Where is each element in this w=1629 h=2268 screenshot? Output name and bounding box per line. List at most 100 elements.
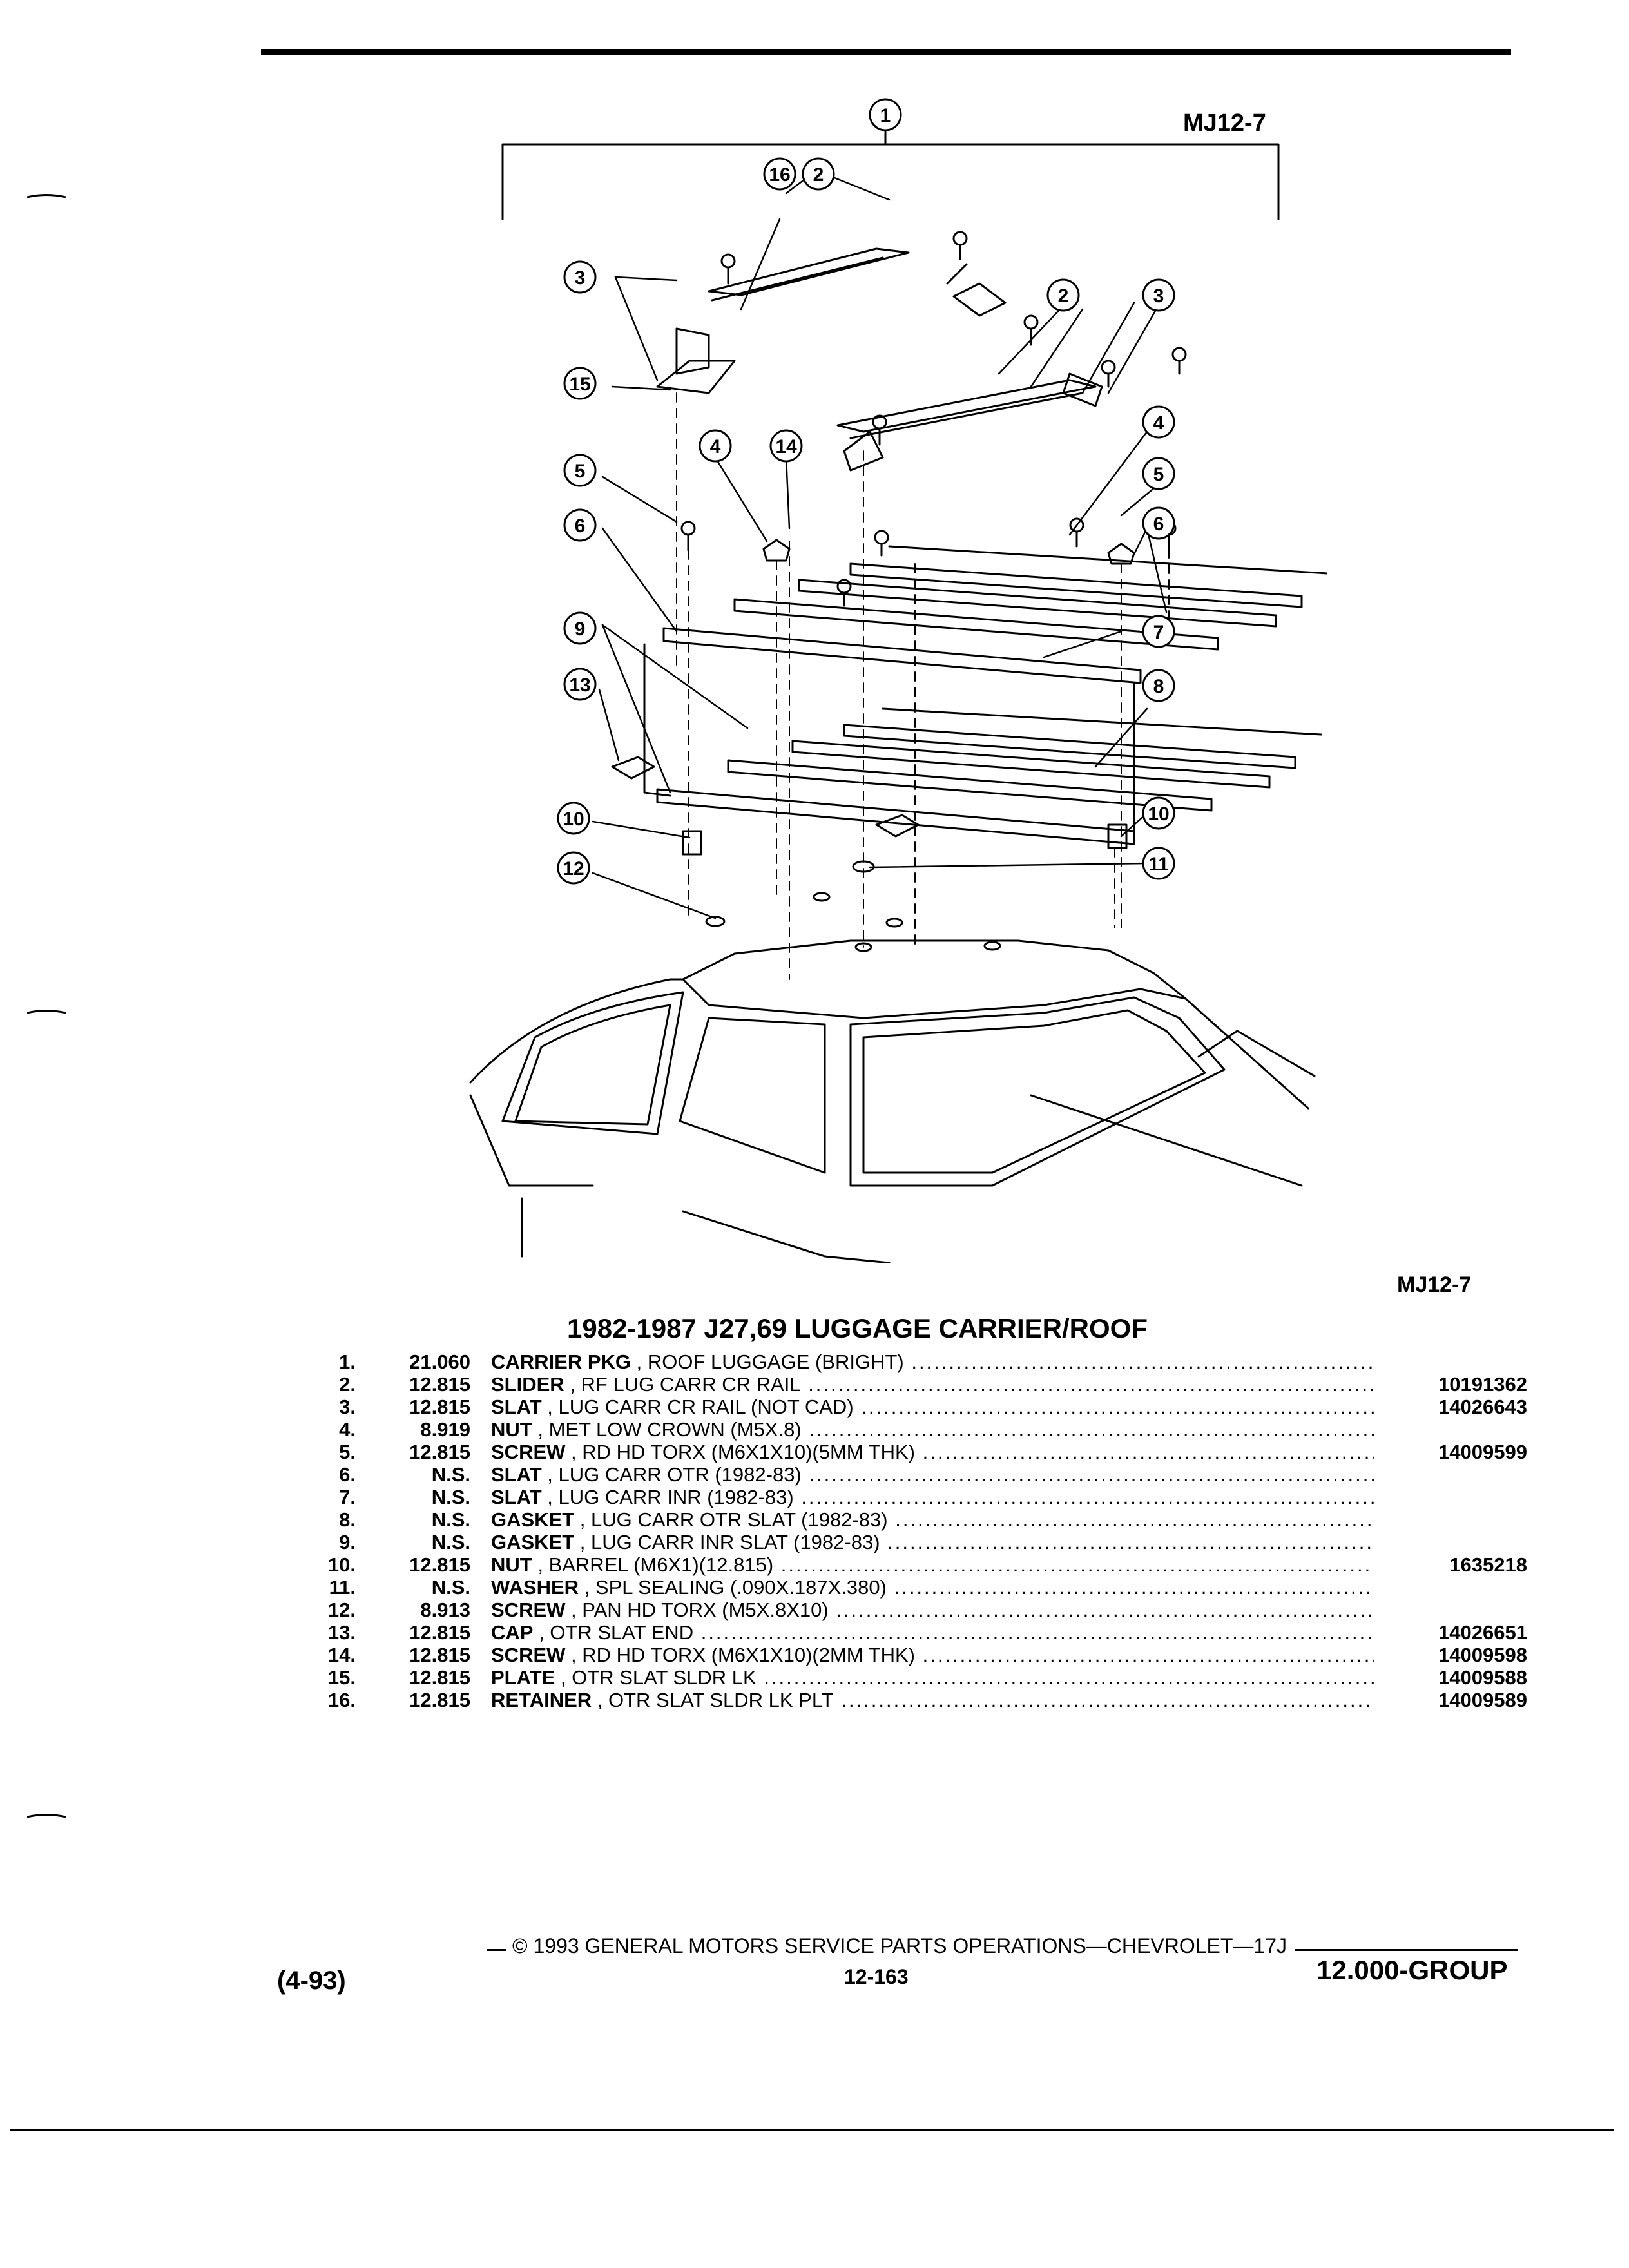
part-name: SCREW — [491, 1599, 566, 1621]
svg-text:2: 2 — [813, 164, 824, 186]
footer-rule-left — [487, 1949, 506, 1951]
part-detail: LUG CARR OTR SLAT (1982-83) — [591, 1508, 888, 1531]
svg-text:6: 6 — [1153, 514, 1164, 535]
part-number: 1635218 — [1449, 1553, 1527, 1576]
group-code: 12.815 — [409, 1644, 470, 1666]
svg-text:3: 3 — [575, 267, 586, 289]
callout-5: 5 — [563, 454, 597, 487]
part-detail: PAN HD TORX (M5X.8X10) — [582, 1599, 829, 1621]
callout-4: 4 — [699, 429, 732, 463]
callout-13: 13 — [563, 668, 597, 701]
callout-3: 3 — [563, 260, 597, 294]
group-code: N.S. — [431, 1486, 470, 1508]
part-number: 14026651 — [1438, 1621, 1527, 1644]
callout-3: 3 — [1142, 278, 1175, 312]
part-detail: OTR SLAT SLDR LK — [572, 1666, 757, 1689]
callout-10: 10 — [557, 802, 590, 835]
item-number: 3. — [339, 1396, 356, 1418]
part-description: PLATE , OTR SLAT SLDR LK ...............… — [491, 1666, 1374, 1689]
callout-7: 7 — [1142, 615, 1175, 648]
group-code: N.S. — [431, 1508, 470, 1531]
callout-6: 6 — [1142, 506, 1175, 540]
item-number: 12. — [327, 1599, 356, 1621]
part-detail: SPL SEALING (.090X.187X.380) — [595, 1576, 887, 1599]
part-description: GASKET , LUG CARR OTR SLAT (1982-83) ...… — [491, 1508, 1374, 1531]
part-detail: LUG CARR INR (1982-83) — [558, 1486, 794, 1508]
callout-15: 15 — [563, 367, 597, 400]
parts-list-row: 8. N.S. GASKET , LUG CARR OTR SLAT (1982-8… — [303, 1508, 1527, 1531]
parts-list-row: 7.N.S.SLAT , LUG CARR INR (1982-83) ....… — [303, 1486, 1527, 1508]
part-description: CARRIER PKG , ROOF LUGGAGE (BRIGHT) ....… — [491, 1350, 1374, 1373]
part-description: SCREW , PAN HD TORX (M5X.8X10) .........… — [491, 1599, 1374, 1621]
callout-1: 1 — [869, 98, 902, 131]
part-description: NUT , MET LOW CROWN (M5X.8) ............… — [491, 1418, 1374, 1441]
bottom-rule — [10, 2129, 1614, 2131]
svg-text:13: 13 — [569, 675, 590, 696]
page-number: 12-163 — [844, 1965, 909, 1988]
svg-text:8: 8 — [1153, 676, 1164, 697]
part-number: 14009599 — [1438, 1441, 1527, 1463]
part-description: RETAINER , OTR SLAT SLDR LK PLT ........… — [491, 1689, 1374, 1711]
svg-text:14: 14 — [775, 436, 797, 457]
part-detail: MET LOW CROWN (M5X.8) — [548, 1418, 802, 1441]
svg-text:10: 10 — [1148, 803, 1169, 825]
item-number: 4. — [339, 1418, 356, 1441]
part-name: GASKET — [491, 1531, 575, 1553]
part-number: 10191362 — [1438, 1373, 1527, 1396]
svg-text:10: 10 — [563, 809, 584, 830]
part-detail: OTR SLAT SLDR LK PLT — [608, 1689, 834, 1711]
parts-list-row: 6.N.S.SLAT , LUG CARR OTR (1982-83) ....… — [303, 1463, 1527, 1486]
part-detail: LUG CARR CR RAIL (NOT CAD) — [558, 1396, 854, 1418]
callout-2: 2 — [1046, 278, 1080, 312]
svg-text:3: 3 — [1153, 285, 1164, 307]
svg-text:4: 4 — [710, 436, 721, 457]
group-code: 12.815 — [409, 1689, 470, 1711]
svg-text:15: 15 — [569, 374, 590, 395]
part-name: SCREW — [491, 1441, 566, 1463]
callout-10: 10 — [1142, 796, 1175, 830]
callout-5: 5 — [1142, 457, 1175, 490]
part-description: GASKET , LUG CARR INR SLAT (1982-83) ...… — [491, 1531, 1374, 1553]
item-number: 8. — [339, 1508, 356, 1531]
part-name: WASHER — [491, 1576, 579, 1599]
group-code: 12.815 — [409, 1373, 470, 1396]
part-description: SLIDER , RF LUG CARR CR RAIL ...........… — [491, 1373, 1374, 1396]
part-description: SCREW , RD HD TORX (M6X1X10)(2MM THK) ..… — [491, 1644, 1374, 1666]
part-name: NUT — [491, 1418, 532, 1441]
item-number: 7. — [339, 1486, 356, 1508]
part-detail: OTR SLAT END — [550, 1621, 694, 1644]
item-number: 13. — [327, 1621, 356, 1644]
figure-ref-top: MJ12-7 — [1183, 110, 1266, 137]
svg-text:5: 5 — [1153, 464, 1164, 485]
callout-12: 12 — [557, 851, 590, 885]
figure-ref-bottom: MJ12-7 — [1397, 1273, 1472, 1297]
part-detail: RD HD TORX (M6X1X10)(5MM THK) — [582, 1441, 915, 1463]
footer-rule-right — [1295, 1949, 1518, 1951]
part-name: SLIDER — [491, 1373, 564, 1396]
svg-text:4: 4 — [1153, 412, 1164, 434]
group-code: 21.060 — [409, 1350, 470, 1373]
group-code: 12.815 — [409, 1553, 470, 1576]
item-number: 5. — [339, 1441, 356, 1463]
top-rule — [261, 49, 1511, 55]
part-name: NUT — [491, 1553, 532, 1576]
item-number: 6. — [339, 1463, 356, 1486]
part-detail: ROOF LUGGAGE (BRIGHT) — [647, 1350, 904, 1373]
group-code: 8.919 — [420, 1418, 470, 1441]
parts-list-row: 9.N.S.GASKET , LUG CARR INR SLAT (1982-8… — [303, 1531, 1527, 1553]
part-description: SLAT , LUG CARR CR RAIL (NOT CAD) ......… — [491, 1396, 1374, 1418]
group-code: 12.815 — [409, 1621, 470, 1644]
part-description: NUT , BARREL (M6X1)(12.815) ............… — [491, 1553, 1374, 1576]
group-code: 12.815 — [409, 1666, 470, 1689]
svg-text:16: 16 — [769, 164, 790, 186]
svg-text:2: 2 — [1058, 285, 1069, 307]
item-number: 9. — [339, 1531, 356, 1553]
svg-text:9: 9 — [575, 619, 586, 640]
part-detail: LUG CARR INR SLAT (1982-83) — [591, 1531, 880, 1553]
